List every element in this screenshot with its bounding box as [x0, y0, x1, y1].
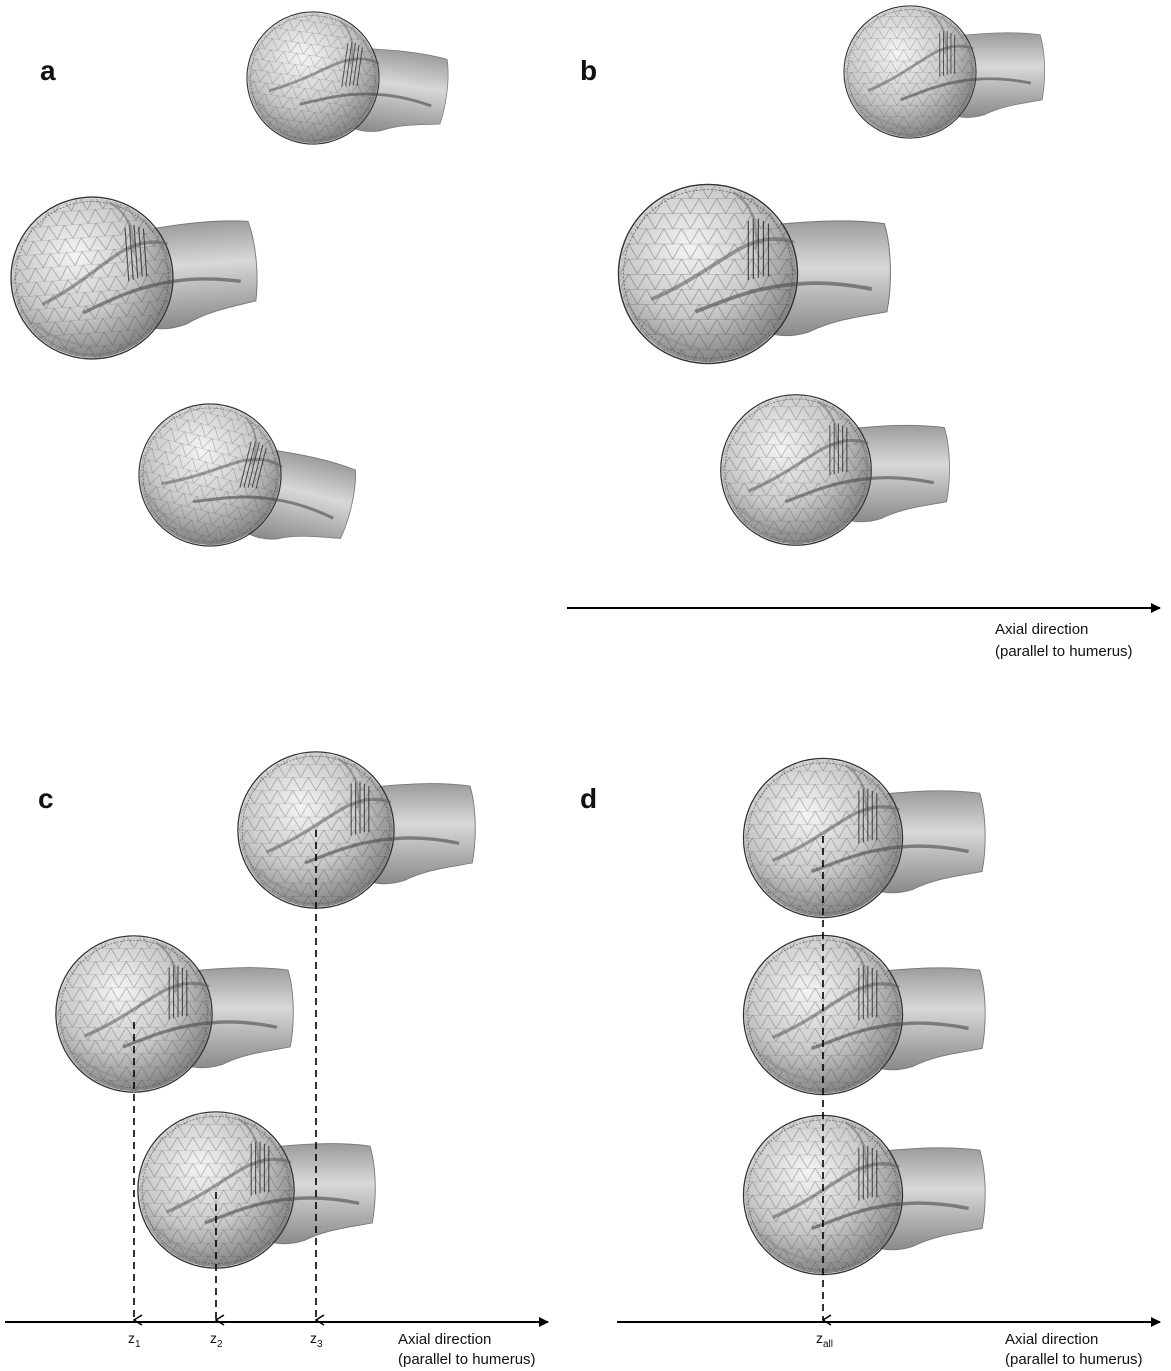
- humerus-model: [743, 758, 985, 917]
- panel-label-b: b: [580, 55, 597, 86]
- axis-label-line2: (parallel to humerus): [1005, 1351, 1143, 1368]
- panel-d: zall Axial direction (parallel to humeru…: [617, 758, 1160, 1368]
- marker-z3: z3: [310, 1330, 323, 1350]
- axis-label-line2: (parallel to humerus): [398, 1351, 536, 1368]
- humerus-model: [743, 935, 985, 1094]
- marker-z2: z2: [210, 1330, 223, 1350]
- humerus-model: [743, 1115, 985, 1274]
- panel-b: [619, 6, 1045, 545]
- axis-label-line1: Axial direction: [1005, 1331, 1098, 1348]
- humerus-model: [124, 389, 368, 579]
- marker-z1: z1: [128, 1330, 141, 1350]
- humerus-model: [619, 185, 891, 364]
- humerus-model: [56, 936, 293, 1092]
- marker-zall: zall: [816, 1330, 833, 1350]
- humerus-model: [238, 752, 475, 908]
- panel-a: [6, 3, 456, 578]
- humerus-model: [721, 395, 950, 546]
- humerus-model: [6, 186, 263, 365]
- axis-b: Axial direction (parallel to humerus): [567, 608, 1160, 660]
- humerus-model: [138, 1112, 375, 1268]
- panel-c: z1 z2 z3 Axial direction (parallel to hu…: [5, 752, 548, 1368]
- humerus-model: [844, 6, 1045, 138]
- humerus-model: [238, 3, 455, 162]
- panel-label-a: a: [40, 55, 56, 86]
- axis-label-line2: (parallel to humerus): [995, 643, 1133, 660]
- panel-label-c: c: [38, 783, 54, 814]
- axis-label-line1: Axial direction: [398, 1331, 491, 1348]
- axis-label-line1: Axial direction: [995, 621, 1088, 638]
- panel-label-d: d: [580, 783, 597, 814]
